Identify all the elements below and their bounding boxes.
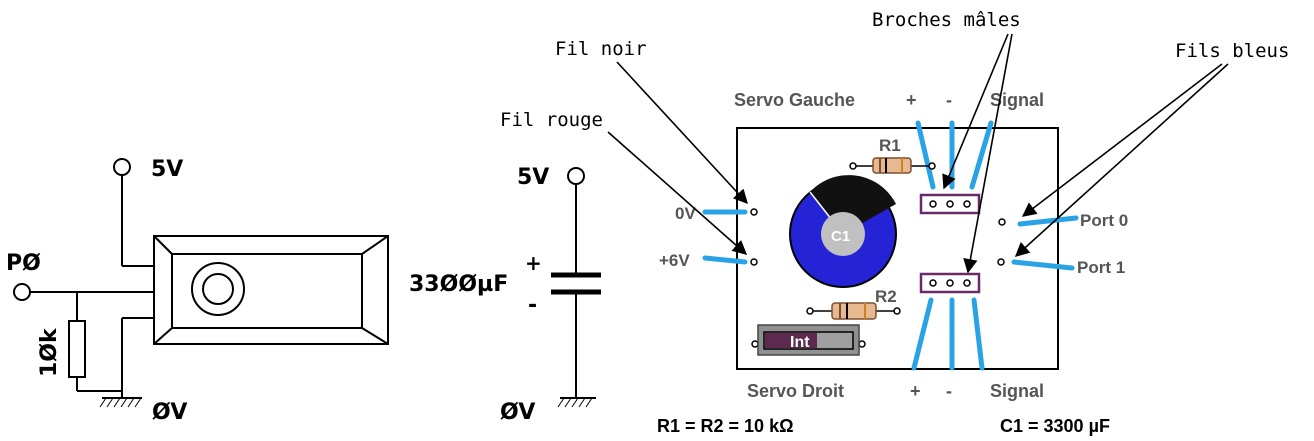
fil-noir-annotation: Fil noir [555, 38, 647, 60]
broches-males-annotation: Broches mâles [872, 9, 1021, 31]
servo-droit-label: Servo Droit [747, 381, 844, 401]
input-label: PØ [6, 251, 41, 276]
supply-terminal [113, 158, 131, 176]
zero-v-label: 0V [675, 204, 696, 223]
port0-label: Port 0 [1080, 211, 1128, 230]
r1-label: R1 [879, 136, 901, 155]
cap-minus-sign: - [528, 293, 537, 318]
r2-label: R2 [875, 287, 897, 306]
input-terminal [13, 283, 31, 301]
legend-resistors: R1 = R2 = 10 kΩ [657, 416, 794, 436]
servo-droit-plus: + [910, 381, 921, 401]
port-wires [1011, 215, 1079, 271]
servo-gauche-signal: Signal [990, 90, 1044, 110]
circuit-board [702, 120, 1079, 371]
annotation-arrows [607, 33, 1229, 274]
supply-label: 5V [151, 157, 183, 182]
arrow-broches-top [942, 33, 1009, 190]
legend-capacitor: C1 = 3300 µF [1000, 416, 1110, 436]
six-v-label: +6V [659, 251, 690, 270]
servo-gauche-minus: - [946, 90, 952, 110]
arrow-fils-bleus-bottom [1014, 63, 1229, 257]
resistor-10k [68, 320, 86, 378]
servo-gauche-label: Servo Gauche [734, 90, 855, 110]
cap-plus-sign: + [525, 251, 542, 275]
fils-bleus-annotation: Fils bleus [1175, 40, 1289, 62]
resistor-r2 [806, 302, 901, 320]
cap-value-label: 33ØØµF [409, 272, 508, 297]
connector-top [919, 193, 981, 215]
resistor-label: 1Øk [37, 327, 62, 377]
servo-horn [191, 262, 245, 316]
int-switch [751, 324, 866, 356]
ground-symbol-right [557, 397, 596, 408]
port0-pad [998, 218, 1006, 226]
arrow-broches-bottom [963, 33, 1013, 274]
servo-droit-minus: - [946, 381, 952, 401]
ground-symbol-left [99, 397, 142, 408]
servo-body [153, 235, 389, 345]
servo-gauche-plus: + [906, 90, 917, 110]
capacitor-c1 [789, 175, 897, 288]
ground-label-left: ØV [152, 400, 187, 425]
servo-schematic [13, 158, 389, 408]
servo-droit-wires [911, 297, 985, 371]
zero-v-pad [750, 208, 758, 216]
six-v-pad [750, 258, 758, 266]
resistor-r1 [849, 157, 936, 174]
arrow-fil-noir [616, 61, 748, 205]
cap-supply-terminal [567, 167, 585, 185]
c1-label: C1 [831, 228, 850, 245]
port1-pad [997, 258, 1005, 266]
arrow-fils-bleus-top [1021, 63, 1223, 217]
arrow-fil-rouge [607, 131, 748, 255]
fil-rouge-annotation: Fil rouge [500, 109, 603, 131]
power-wires [702, 209, 748, 265]
servo-droit-signal: Signal [990, 381, 1044, 401]
int-label: Int [790, 334, 810, 351]
connector-bottom [919, 272, 981, 294]
cap-ground-label: ØV [500, 400, 535, 425]
port1-label: Port 1 [1077, 258, 1125, 277]
cap-supply-label: 5V [517, 165, 549, 190]
capacitor-schematic [551, 167, 601, 408]
